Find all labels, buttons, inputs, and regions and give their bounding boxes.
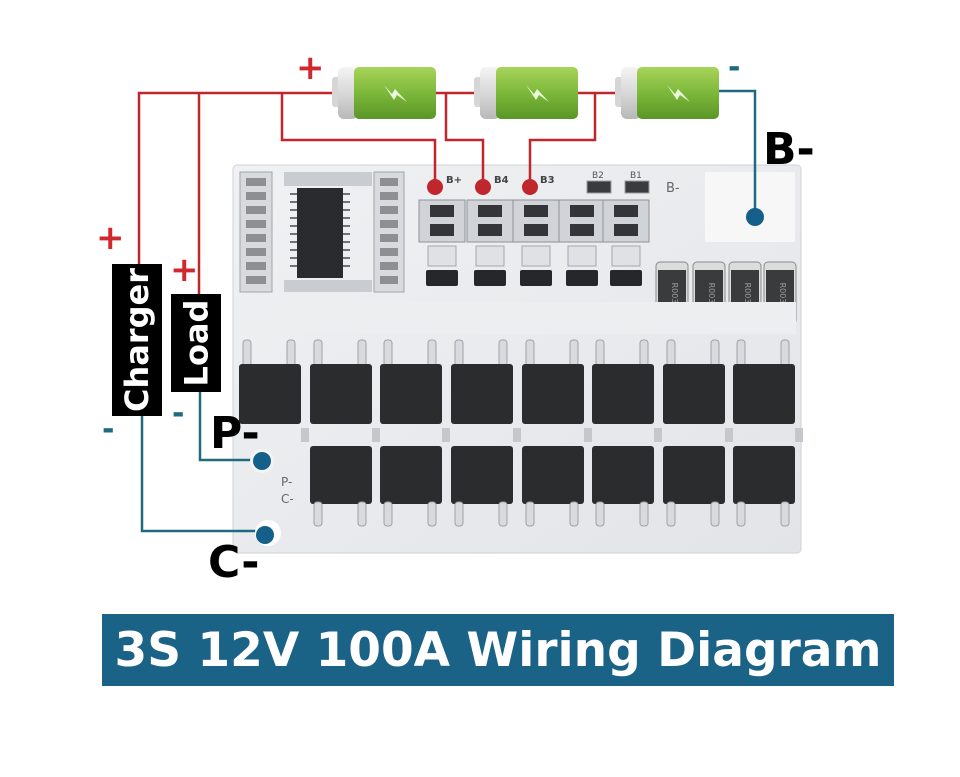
mosfet-top-8 bbox=[733, 339, 795, 424]
mosfet-top-4 bbox=[451, 339, 513, 424]
smd-b2 bbox=[586, 180, 612, 194]
charger-label-text: Charger bbox=[118, 267, 156, 413]
silk-c-minus: C- bbox=[281, 492, 294, 506]
pcb-strip bbox=[296, 302, 796, 334]
resistor-code-label: R003 bbox=[707, 283, 716, 304]
wire-b-minus bbox=[716, 89, 757, 217]
load-negative-sign: - bbox=[172, 396, 185, 431]
resistor-code-label: R003 bbox=[778, 283, 787, 304]
mosfet-bottom-1 bbox=[310, 446, 372, 527]
mosfet-bottom-2 bbox=[380, 446, 442, 527]
wire-load-negative bbox=[198, 388, 262, 462]
mosfet-top-6 bbox=[592, 339, 654, 424]
charger-label: Charger bbox=[112, 264, 162, 416]
mosfet-bottom-3 bbox=[451, 446, 513, 527]
p-minus-label: P- bbox=[210, 408, 260, 459]
wire-charger-positive bbox=[137, 91, 335, 268]
positive-wires bbox=[137, 91, 624, 296]
mosfet-top-2 bbox=[310, 339, 372, 424]
battery-negative-sign: - bbox=[728, 50, 741, 85]
pcb-pad bbox=[725, 428, 733, 442]
balance-cell-5 bbox=[602, 199, 650, 286]
pcb-pad bbox=[301, 428, 309, 442]
silk-b2: B2 bbox=[592, 171, 604, 181]
silk-b4: B4 bbox=[494, 175, 509, 186]
load-positive-sign: + bbox=[170, 250, 199, 290]
charger-negative-sign: - bbox=[102, 412, 115, 447]
mosfet-bottom-7 bbox=[733, 446, 795, 527]
terminal-b-plus bbox=[427, 179, 443, 195]
title-banner: 3S 12V 100A Wiring Diagram bbox=[102, 614, 894, 686]
pcb-pad bbox=[372, 428, 380, 442]
battery-cell-3 bbox=[615, 67, 719, 119]
pcb-pad bbox=[442, 428, 450, 442]
terminal-b-minus bbox=[746, 208, 764, 226]
balance-circuit bbox=[418, 199, 650, 286]
mosfet-top-7 bbox=[663, 339, 725, 424]
silk-p-minus: P- bbox=[281, 475, 292, 489]
pcb-pad bbox=[513, 428, 521, 442]
smd-column-left bbox=[239, 171, 273, 293]
pcb-pad bbox=[654, 428, 662, 442]
mosfet-top-3 bbox=[380, 339, 442, 424]
resistor-code-label: R003 bbox=[670, 283, 679, 304]
pcb-pad bbox=[795, 428, 803, 442]
silk-b3: B3 bbox=[540, 175, 555, 186]
b-minus-pad-area bbox=[705, 172, 795, 242]
diagram-title: 3S 12V 100A Wiring Diagram bbox=[114, 622, 882, 678]
balance-cell-1 bbox=[418, 199, 466, 286]
balance-cell-4 bbox=[558, 199, 606, 286]
pcb-pad bbox=[584, 428, 592, 442]
terminal-p-minus bbox=[253, 452, 271, 470]
mosfet-bottom-5 bbox=[592, 446, 654, 527]
battery-cell-2 bbox=[474, 67, 578, 119]
terminal-b3 bbox=[522, 179, 538, 195]
terminal-c-minus bbox=[256, 526, 274, 544]
wire-b-plus bbox=[280, 93, 437, 186]
terminal-b4 bbox=[475, 179, 491, 195]
lightning-icon bbox=[384, 85, 407, 102]
silk-b-minus: B- bbox=[666, 181, 680, 196]
silk-b1: B1 bbox=[630, 171, 642, 181]
b-minus-label: B- bbox=[763, 124, 815, 175]
battery-pack bbox=[332, 67, 719, 119]
negative-wires bbox=[140, 89, 757, 533]
load-label-text: Load bbox=[177, 299, 215, 387]
mosfet-top-1 bbox=[239, 339, 301, 424]
charger-positive-sign: + bbox=[96, 218, 125, 258]
bms-ic-chip bbox=[284, 172, 372, 292]
mosfet-bottom-6 bbox=[663, 446, 725, 527]
mosfet-top-5 bbox=[522, 339, 584, 424]
lightning-icon bbox=[667, 85, 690, 102]
battery-cell-1 bbox=[332, 67, 436, 119]
mosfet-bottom-4 bbox=[522, 446, 584, 527]
resistor-code-label: R003 bbox=[743, 283, 752, 304]
battery-positive-sign: + bbox=[296, 48, 325, 88]
load-label: Load bbox=[171, 294, 221, 392]
smd-b1 bbox=[624, 180, 650, 194]
smd-column-right bbox=[373, 171, 405, 293]
silk-b-plus: B+ bbox=[446, 175, 462, 186]
mosfet-array bbox=[239, 339, 803, 527]
c-minus-label: C- bbox=[208, 537, 260, 588]
wire-charger-negative bbox=[140, 412, 266, 533]
lightning-icon bbox=[526, 85, 549, 102]
balance-cell-2 bbox=[466, 199, 514, 286]
